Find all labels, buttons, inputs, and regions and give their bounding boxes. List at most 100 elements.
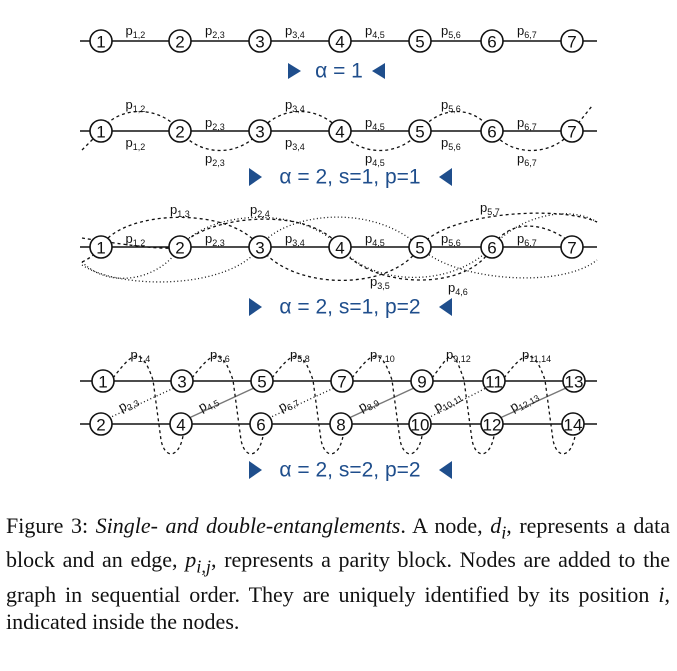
parity-label: p5,6 [441, 135, 461, 152]
node-label: 6 [256, 416, 265, 435]
node-label: 2 [175, 123, 184, 142]
parity-label: p2,3 [205, 151, 225, 168]
caption-rest-2: , represents a parity block. Nodes are a… [6, 547, 671, 607]
node: 13 [562, 369, 586, 393]
caption-rest-3: , indicated inside the nodes. [6, 581, 670, 634]
node-circle [408, 119, 432, 143]
diagonal-edge [348, 387, 415, 419]
node: 1 [89, 29, 113, 53]
node-circle [168, 29, 192, 53]
left-triangle-icon [288, 63, 301, 79]
node-label: 5 [415, 239, 424, 258]
node-circle [562, 369, 586, 393]
caption-p-symbol: pi,j [185, 547, 212, 577]
node: 10 [408, 412, 432, 436]
node-label: 11 [485, 373, 503, 392]
node: 7 [560, 29, 584, 53]
node-circle [170, 369, 194, 393]
parity-label: p1,2 [126, 97, 146, 114]
node: 6 [480, 235, 504, 259]
node: 11 [482, 369, 506, 393]
node-label: 4 [335, 123, 344, 142]
node-circle [89, 29, 113, 53]
parity-label: p6,7 [276, 392, 302, 417]
node: 9 [410, 369, 434, 393]
parity-label: p6,7 [517, 151, 537, 168]
right-triangle-icon [372, 63, 385, 79]
node-label: 5 [415, 123, 424, 142]
node: 8 [329, 412, 353, 436]
caption-d-symbol: di [490, 513, 507, 543]
caption-comma: , [506, 513, 512, 538]
node-circle [250, 369, 274, 393]
caption-rest-1: represents a data block and an edge, [6, 513, 670, 573]
parity-label: p5,8 [290, 347, 310, 364]
parity-label: p5,6 [441, 231, 461, 248]
node: 6 [480, 29, 504, 53]
parity-label: p3,4 [285, 97, 305, 114]
parity-label: p7,10 [370, 347, 395, 364]
parity-label: p3,4 [285, 231, 305, 248]
node: 12 [480, 412, 504, 436]
parity-label: p5,6 [441, 23, 461, 40]
parity-label: p1,2 [126, 135, 146, 152]
node-label: 2 [96, 416, 105, 435]
node: 3 [248, 119, 272, 143]
node-label: 4 [335, 239, 344, 258]
figure-caption: Figure 3: Single- and double-entanglemen… [6, 512, 670, 635]
node-circle [169, 412, 193, 436]
node: 1 [91, 369, 115, 393]
node: 2 [168, 235, 192, 259]
node-circle [560, 235, 584, 259]
node-label: 6 [487, 239, 496, 258]
right-triangle-icon [439, 461, 452, 479]
node-label: 10 [411, 416, 430, 435]
parity-label: p1,2 [126, 23, 146, 40]
parity-label: p1,2 [126, 231, 146, 248]
node-label: 7 [567, 33, 576, 52]
node-circle [89, 412, 113, 436]
node-label: 14 [564, 416, 583, 435]
alpha-caption-4: α = 2, s=2, p=2 [249, 459, 452, 482]
parity-label: p2,3 [205, 23, 225, 40]
node-circle [560, 119, 584, 143]
parity-label: p4,5 [365, 23, 385, 40]
node-label: 7 [567, 123, 576, 142]
node-circle [168, 235, 192, 259]
right-triangle-icon [439, 168, 452, 186]
node-label: 4 [176, 416, 185, 435]
alpha-caption-1: α = 1 [288, 60, 385, 83]
parity-label: p11,14 [522, 347, 551, 364]
node: 5 [408, 235, 432, 259]
parity-label: p10,11 [431, 387, 465, 416]
node-label: 3 [255, 33, 264, 52]
parity-label: p3,4 [285, 135, 305, 152]
panel-alpha-2-s1-p1: p1,2p1,2p2,3p2,3p3,4p3,4p4,5p4,5p5,6p5,6… [80, 97, 597, 189]
node-circle [410, 369, 434, 393]
parity-label: p2,3 [205, 115, 225, 132]
parity-label: p1,4 [131, 347, 151, 364]
parity-label: p6,7 [517, 231, 537, 248]
node: 14 [561, 412, 585, 436]
alpha-label: α = 2, s=1, p=2 [279, 296, 420, 319]
alpha-caption-2: α = 2, s=1, p=1 [249, 166, 452, 189]
caption-after-title: . A node, [400, 513, 483, 538]
node: 1 [89, 119, 113, 143]
node-label: 1 [96, 123, 105, 142]
node-circle [480, 29, 504, 53]
node-circle [480, 412, 504, 436]
node-circle [89, 235, 113, 259]
node: 3 [248, 29, 272, 53]
node-circle [328, 29, 352, 53]
node-label: 6 [487, 33, 496, 52]
node-label: 1 [96, 33, 105, 52]
node-circle [329, 412, 353, 436]
node-label: 3 [255, 123, 264, 142]
node-label: 1 [96, 239, 105, 258]
node-circle [89, 119, 113, 143]
parity-label: p4,5 [365, 151, 385, 168]
diagonal-edge [108, 387, 175, 419]
